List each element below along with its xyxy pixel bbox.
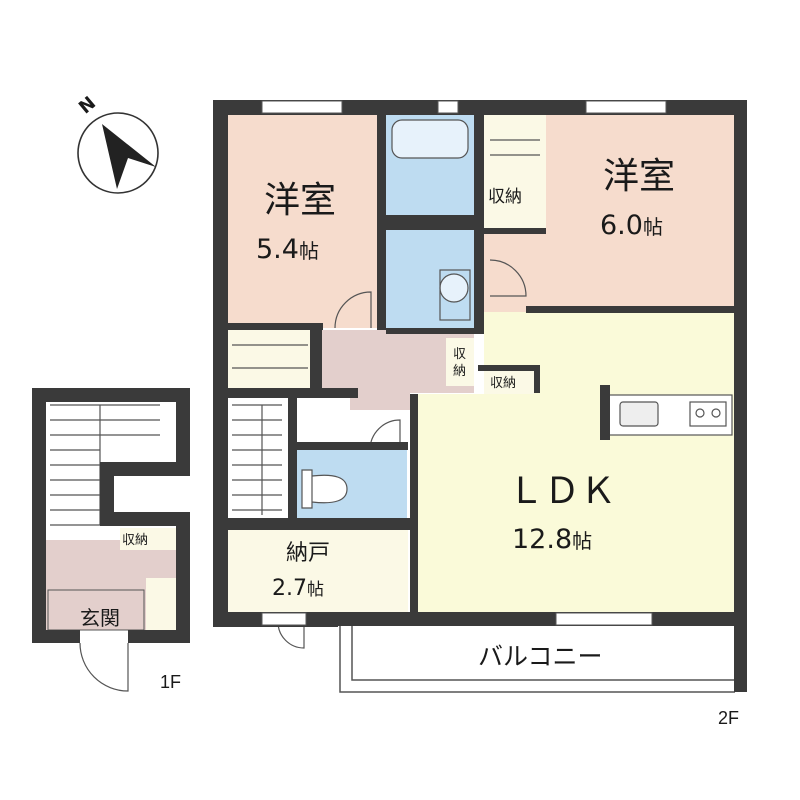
wall (100, 462, 190, 476)
balcony (339, 626, 735, 693)
wall-left-room-bottom (228, 323, 323, 330)
windows (261, 100, 667, 626)
balcony-label: バルコニー (478, 642, 603, 671)
wall-left (213, 100, 228, 627)
wall-left-room-right (377, 115, 386, 330)
window (261, 100, 343, 114)
wall-closet-left-right (310, 330, 322, 390)
closet-left-fill (228, 328, 310, 388)
washbasin-icon (439, 273, 469, 303)
wall-right (734, 100, 747, 692)
walls-1f (32, 388, 190, 643)
entrance-step (47, 589, 145, 631)
room-name-ldk: ＬＤＫ (508, 471, 616, 512)
wall (100, 462, 114, 514)
room-western-left-fill (227, 115, 377, 328)
stairs-1f (50, 404, 160, 526)
door-swing-entrance (79, 642, 129, 692)
wall (176, 388, 190, 464)
labels: 洋室 5.4帖 洋室 6.0帖 収納 収 納 収納 ＬＤＫ 12.8帖 納戸 2… (80, 156, 739, 728)
closet-1f-label: 収納 (122, 533, 148, 548)
toilet-icon (301, 469, 348, 509)
compass-north-label: N (75, 93, 100, 119)
stairs-2f (232, 404, 282, 515)
entrance-label: 玄関 (80, 606, 120, 630)
sink-icon (619, 401, 659, 427)
wall-right-room-bottom (526, 306, 734, 313)
wall (176, 512, 190, 643)
window (261, 612, 307, 626)
wall (100, 512, 190, 526)
washbasin-counter (439, 269, 471, 321)
window (585, 100, 667, 114)
compass-circle (77, 112, 159, 194)
fixtures-2f (232, 119, 733, 649)
room-size-western-left: 5.4帖 (256, 234, 319, 265)
wall-closet-ldk-side (534, 365, 540, 393)
stove-icon (689, 401, 727, 427)
closet-hall-label-2: 納 (453, 364, 466, 379)
closet-hall-fill (446, 338, 474, 386)
closet-1f-fill (120, 528, 176, 550)
floor-2-label: 2F (718, 708, 739, 728)
wall-closet-right (484, 228, 546, 234)
room-size-western-right: 6.0帖 (600, 210, 663, 241)
north-arrow-icon (102, 124, 156, 189)
room-size-storeroom: 2.7帖 (272, 576, 324, 601)
hall-fill (322, 330, 474, 410)
window (437, 100, 459, 114)
shoe-box-fill (146, 578, 176, 630)
floor-1 (32, 388, 190, 692)
door-swing-left-room (334, 291, 372, 329)
closet-right-fill (484, 115, 546, 230)
balcony-inner (351, 626, 735, 681)
room-size-ldk: 12.8帖 (512, 524, 592, 555)
wall-closet-ldk (478, 365, 540, 371)
wall-bottom (338, 612, 747, 626)
window (555, 612, 653, 626)
wall-toilet-bottom (228, 518, 418, 530)
floor-1-label: 1F (160, 672, 181, 692)
closet-hall-label-1: 収 (453, 347, 466, 362)
walls-2f (213, 100, 747, 692)
wall-kitchen (600, 385, 610, 440)
door-swing-right-room (489, 259, 527, 297)
burner-icon (711, 408, 721, 418)
wall-closet-left-bottom (228, 388, 358, 398)
wall-toilet-top (288, 442, 408, 450)
room-name-western-right: 洋室 (603, 156, 675, 197)
balcony-outline (339, 626, 735, 693)
wall (32, 388, 190, 402)
wall-hall-ldk (410, 394, 418, 612)
stair-2f-fill (228, 398, 290, 518)
wall (128, 630, 190, 643)
wall-bath-mid (386, 215, 474, 230)
compass: N (75, 93, 159, 194)
room-name-western-left: 洋室 (264, 180, 336, 221)
wall-wash-bottom (386, 328, 484, 334)
wall-bath-right (474, 115, 484, 330)
storeroom-fill (228, 530, 408, 612)
closet-ldk-label: 収納 (490, 376, 516, 391)
bathtub-icon (391, 119, 469, 159)
wall-stair-right (288, 398, 297, 518)
closet-right-label: 収納 (488, 187, 522, 207)
closet-ldk-fill (484, 370, 534, 394)
wall (32, 630, 80, 643)
room-name-storeroom: 納戸 (286, 541, 330, 566)
burner-icon (695, 408, 705, 418)
wall (32, 388, 46, 643)
